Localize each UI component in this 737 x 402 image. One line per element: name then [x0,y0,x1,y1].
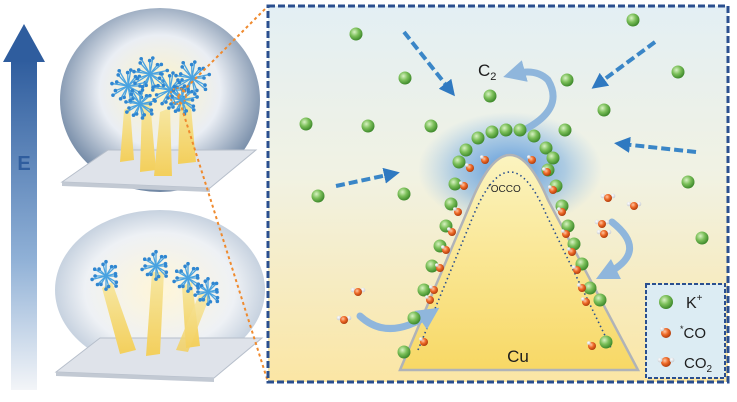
co2-molecules [336,193,642,324]
co-adsorbate [557,207,566,216]
legend-co2-marker [657,357,675,367]
co-adsorbate [587,341,596,350]
cu-label: Cu [507,347,529,366]
potassium-ion [583,281,597,295]
co-adsorbate [581,297,590,306]
co2-molecule [626,201,642,210]
co2-molecule [336,315,352,324]
legend-k-label: K+ [686,293,703,312]
co-adsorbate [459,181,468,190]
potassium-ion [471,131,485,145]
nanoneedle-schematic-low-field [54,210,265,382]
inner-layer-line [417,171,613,351]
co-adsorbate [542,167,551,176]
ion-starburst [124,88,157,120]
potassium-ion [424,119,438,133]
co-adsorbate [567,247,576,256]
potassium-ion [593,293,607,307]
potassium-ion [398,71,412,85]
legend-co-marker [659,326,671,338]
potassium-ion [397,187,411,201]
ion-starburst [174,60,212,96]
ion-starburst [140,249,169,281]
ion-starburst [193,277,220,306]
potassium-ion [483,89,497,103]
potassium-ion [539,141,553,155]
co-adsorbate [425,295,434,304]
potassium-ion [448,177,462,191]
co-adsorbate [441,245,450,254]
potassium-ions [299,13,709,359]
co-adsorbate [527,155,536,164]
legend-co2-label: CO2 [684,355,713,375]
legend-co-label: *CO [680,324,706,342]
occo-intermediate-label: *OCCO [488,184,521,195]
potassium-ion [513,123,527,137]
potassium-ion [459,143,473,157]
potassium-ion [561,219,575,233]
c2-product-label: C2 [478,61,496,83]
potassium-ion [597,103,611,117]
potassium-ion [349,27,363,41]
potassium-ion [311,189,325,203]
co-adsorbate [453,207,462,216]
legend: K+ *CO CO2 [645,283,726,379]
zoom-connector [169,5,269,383]
potassium-ion [681,175,695,189]
potassium-ion [695,231,709,245]
co2-molecule [600,193,616,202]
co2-molecule [596,229,612,238]
co-adsorbate [561,229,570,238]
potassium-ion [407,311,421,325]
incoming-ion-arrows [335,30,697,188]
product-flow-arrows [356,60,633,332]
co-adsorbate [577,283,586,292]
co-adsorbate [419,337,428,346]
co-adsorbate [447,227,456,236]
potassium-ion [361,119,375,133]
potassium-ion [567,237,581,251]
co2-molecule [350,287,366,296]
potassium-ion [425,259,439,273]
potassium-ion [452,155,466,169]
potassium-ion [485,125,499,139]
co-adsorbates [419,155,596,350]
legend-k-marker [659,295,673,309]
nanoneedle-schematic-high-field [60,8,260,192]
potassium-ion [671,65,685,79]
ion-cluster-high [110,56,212,120]
potassium-ion [417,283,431,297]
potassium-ion [558,123,572,137]
co-adsorbate [480,155,489,164]
potassium-ion [499,123,513,137]
potassium-ion [626,13,640,27]
co-adsorbate [465,163,474,172]
potassium-ion [599,335,613,349]
potassium-ion [444,197,458,211]
nanoneedle-rods-low [102,272,210,356]
field-arrow [3,24,45,390]
ion-starburst [172,261,201,293]
ion-starburst [90,259,119,291]
potassium-ion [527,129,541,143]
co-adsorbate [435,263,444,272]
cu-nanoneedle [398,154,641,372]
field-label: E [17,153,30,175]
co2-molecule [594,219,610,228]
co-adsorbate [548,185,557,194]
potassium-ion [397,345,411,359]
potassium-ion [546,151,560,165]
co-adsorbate [429,285,438,294]
co-adsorbate [572,265,581,274]
potassium-ion [299,117,313,131]
potassium-ion [560,73,574,87]
ion-cluster-low [90,249,220,306]
